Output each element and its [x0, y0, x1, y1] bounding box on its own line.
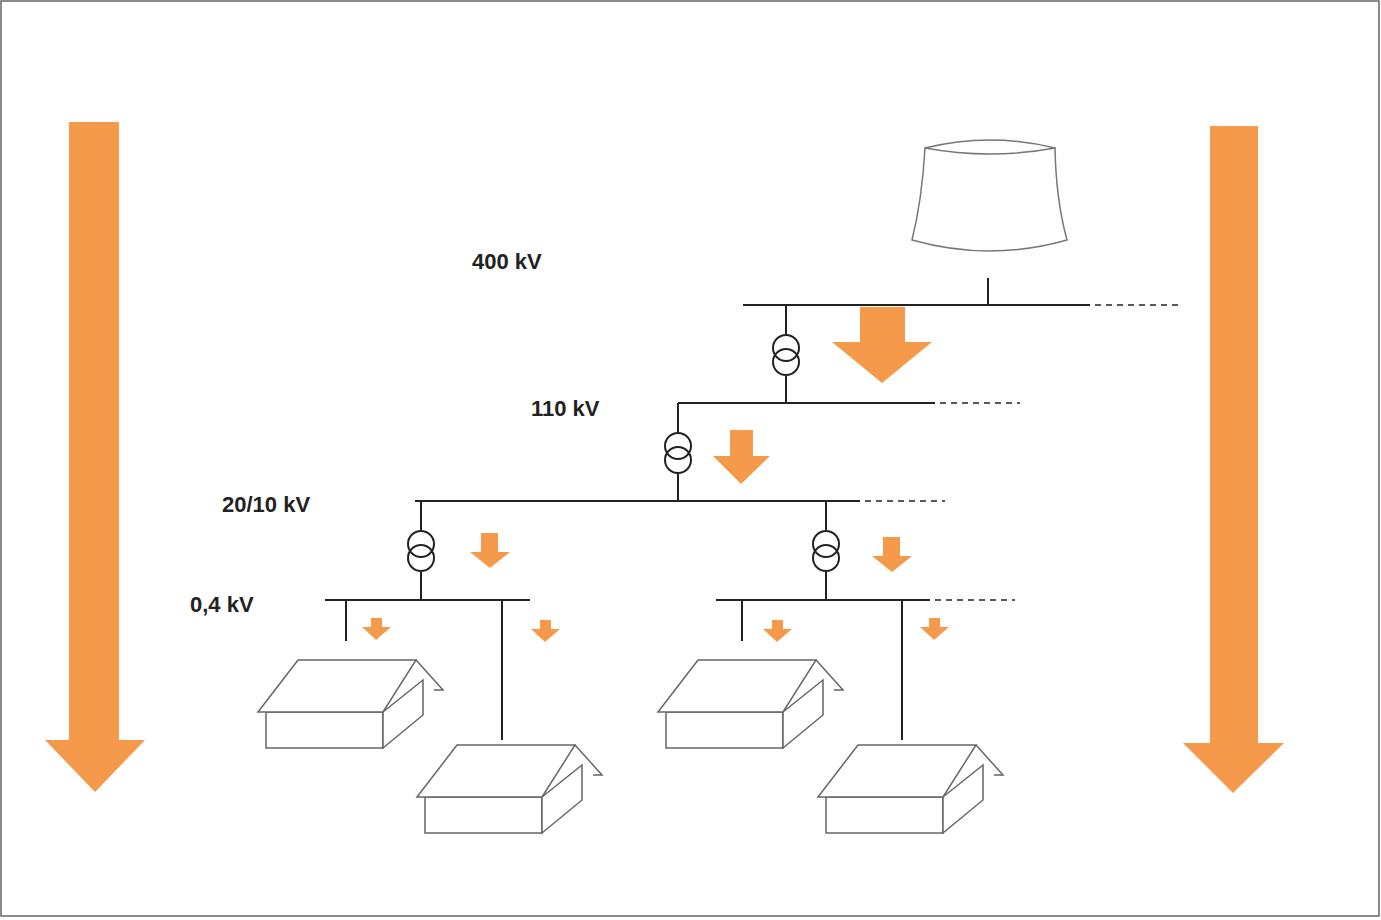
power-flow-arrow [362, 307, 949, 642]
transformer-symbol [813, 531, 839, 571]
house [658, 660, 843, 748]
transformer-symbol [773, 335, 799, 375]
power-plant [912, 148, 1067, 251]
transformer-symbol [665, 433, 691, 473]
voltage-label: 0,4 kV [190, 594, 254, 616]
transformer-symbol [408, 531, 434, 571]
flow-arrow [45, 122, 1284, 793]
house [258, 660, 443, 748]
voltage-label: 110 kV [531, 398, 600, 420]
house [818, 745, 1003, 833]
power-plant-top [925, 140, 1055, 148]
voltage-label: 20/10 kV [222, 494, 310, 516]
house [417, 745, 602, 833]
voltage-label: 400 kV [472, 251, 542, 273]
